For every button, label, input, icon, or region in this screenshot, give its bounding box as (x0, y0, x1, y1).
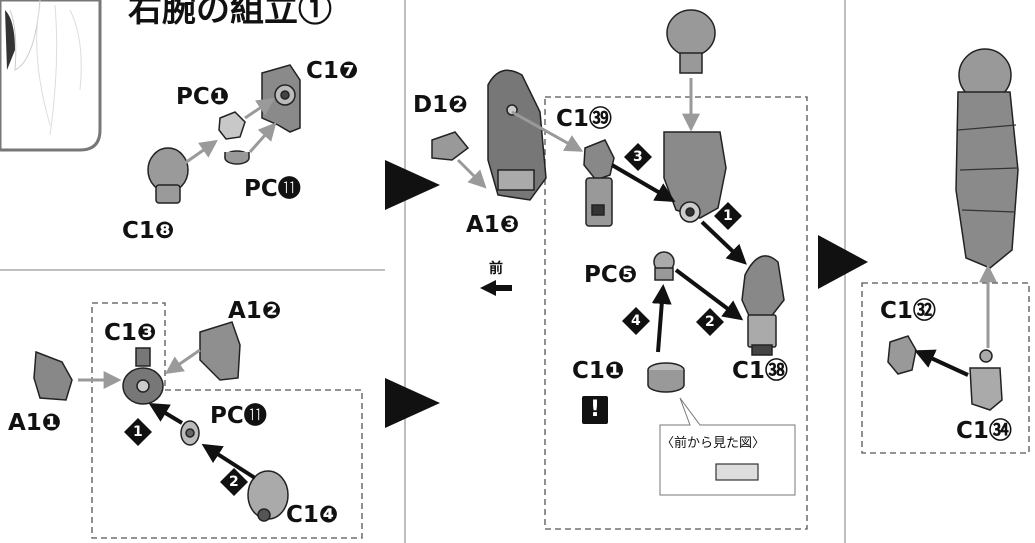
step-number-3-mid: 3 (633, 149, 643, 165)
step-number-4-mid: 4 (631, 313, 641, 329)
assembly-arrows-right (914, 264, 997, 377)
label-c14: C1❹ (286, 502, 339, 528)
part-c18 (147, 147, 189, 204)
completed-arm (955, 48, 1019, 269)
dashed-group-boxes (91, 96, 1030, 539)
part-pc11-bottom (180, 420, 200, 446)
label-pc5: PC❺ (584, 262, 638, 288)
assembly-arrows-top-left (184, 98, 277, 165)
part-a11 (33, 350, 73, 401)
warning-icon: ! (582, 396, 608, 424)
part-d12 (431, 131, 470, 161)
transition-arrows (385, 160, 868, 428)
part-c13 (122, 347, 164, 405)
part-c132 (887, 335, 917, 375)
label-a12: A1❷ (228, 298, 282, 324)
part-c139 (583, 139, 615, 227)
label-c13: C1❸ (104, 320, 157, 346)
label-pc1: PC❶ (176, 84, 230, 110)
step-diamonds (124, 143, 742, 496)
front-direction-label: 前 (489, 261, 503, 277)
label-c139: C1㊴ (556, 106, 612, 132)
part-c134 (969, 349, 1003, 411)
label-c11: C1❶ (572, 358, 625, 384)
label-pc11-bottom: PC⓫ (210, 403, 267, 429)
part-pc11-top (224, 150, 250, 165)
part-upper-arm-top (666, 9, 716, 74)
reference-thumbnail (0, 0, 102, 152)
part-c11 (647, 362, 685, 393)
label-c138: C1㊳ (732, 358, 788, 384)
front-view-note: 〈前から見た図〉 (661, 436, 766, 451)
label-a11: A1❶ (8, 410, 62, 436)
label-pc11-top: PC⓫ (244, 176, 301, 202)
part-c17 (261, 64, 301, 133)
label-d12: D1❷ (413, 92, 468, 118)
part-upper-arm-cover (663, 131, 727, 223)
step-number-2-mid: 2 (705, 314, 715, 330)
front-view-callout (659, 397, 796, 496)
label-c18: C1❽ (122, 218, 175, 244)
part-c138 (741, 255, 785, 356)
part-pc5 (653, 251, 675, 281)
assembly-arrows-middle (456, 78, 747, 353)
page-title: 右腕の組立① (128, 0, 332, 30)
part-pc1 (218, 111, 246, 140)
assembly-arrows-bottom-left (78, 348, 257, 480)
label-c134: C1㉞ (956, 418, 1012, 444)
part-c14 (247, 470, 289, 522)
label-c132: C1㉜ (880, 298, 936, 324)
label-a13: A1❸ (466, 212, 520, 238)
front-direction-arrow (480, 280, 512, 296)
part-a13 (487, 69, 547, 201)
step-number-1-mid: 1 (723, 208, 733, 224)
part-a12 (199, 321, 241, 381)
label-c17: C1❼ (306, 58, 359, 84)
step-number-1-left: 1 (133, 424, 143, 440)
step-number-2-left: 2 (229, 474, 239, 490)
